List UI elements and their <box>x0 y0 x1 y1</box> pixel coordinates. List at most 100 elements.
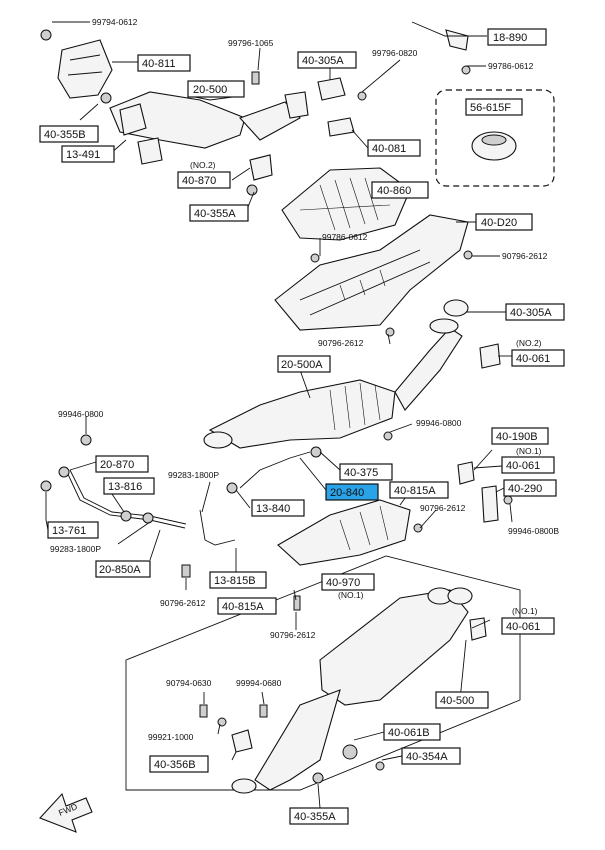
callout-40-061B: 40-061B <box>383 723 441 741</box>
bolt-icon <box>251 71 260 85</box>
callout-40-354A: 40-354A <box>401 747 461 765</box>
part-number: 90796-2612 <box>420 503 466 513</box>
callout-13-840: 13-840 <box>251 499 305 517</box>
callout-40-355B: 40-355B <box>39 125 99 143</box>
part-number: 99786-0612 <box>488 61 534 71</box>
callout-40-305A-top: 40-305A <box>297 51 357 69</box>
callout-40-355A-left: 40-355A <box>189 204 249 222</box>
nut-icon <box>312 772 324 784</box>
svg-text:40-815A: 40-815A <box>222 601 264 613</box>
svg-text:40-D20: 40-D20 <box>481 217 517 229</box>
bracket-icon <box>445 29 469 51</box>
svg-text:40-355B: 40-355B <box>44 129 86 141</box>
part-number: 99283-1800P <box>168 470 219 480</box>
bolt-icon <box>246 184 258 196</box>
hanger-icon <box>469 617 487 641</box>
leader-lines <box>45 21 513 809</box>
svg-text:40-811: 40-811 <box>142 58 175 70</box>
callout-18-890: 18-890 <box>487 28 547 46</box>
callout-40-811: 40-811 <box>137 54 191 72</box>
callout-13-816: 13-816 <box>103 477 155 495</box>
bracket-40-356B-icon <box>231 729 253 753</box>
callout-40-860: 40-860 <box>371 181 429 199</box>
part-number: 99946-0800B <box>508 526 559 536</box>
svg-text:40-375: 40-375 <box>344 467 378 479</box>
svg-text:40-356B: 40-356B <box>154 759 196 771</box>
part-number: 90796-2612 <box>270 630 316 640</box>
part-number: 99796-1065 <box>228 38 274 48</box>
svg-text:40-190B: 40-190B <box>496 431 538 443</box>
callout-40-061-c: 40-061 <box>501 617 555 635</box>
callout-40-061-b: 40-061 <box>501 456 555 474</box>
svg-text:40-500: 40-500 <box>440 695 474 707</box>
svg-text:20-500A: 20-500A <box>281 359 323 371</box>
part-number: 99921-1000 <box>148 732 194 742</box>
svg-text:18-890: 18-890 <box>493 32 527 44</box>
callout-40-305A-right: 40-305A <box>505 303 565 321</box>
grommet-top-icon <box>481 134 507 146</box>
gasket-icon <box>317 77 346 101</box>
gasket-icon <box>231 778 257 794</box>
callout-20-500A: 20-500A <box>277 355 331 373</box>
bolt-icon <box>259 704 268 718</box>
nut-icon <box>463 250 473 260</box>
callout-40-081: 40-081 <box>367 139 421 157</box>
part-number: 90796-2612 <box>502 251 548 261</box>
svg-text:40-305A: 40-305A <box>510 307 552 319</box>
part-number: 99994-0680 <box>236 678 282 688</box>
part-number: 99946-0800 <box>58 409 104 419</box>
svg-text:56-615F: 56-615F <box>470 102 511 114</box>
svg-text:40-355A: 40-355A <box>194 208 236 220</box>
svg-text:40-815A: 40-815A <box>394 485 436 497</box>
part-number: 99946-0800 <box>416 418 462 428</box>
nut-icon <box>310 253 320 263</box>
svg-text:40-354A: 40-354A <box>406 751 448 763</box>
callout-40-500: 40-500 <box>435 691 489 709</box>
callout-40-815A-top: 40-815A <box>389 481 449 499</box>
part-number: 99786-0612 <box>322 232 368 242</box>
part-number: 99283-1800P <box>50 544 101 554</box>
bolt-icon <box>413 523 423 533</box>
svg-text:40-970: 40-970 <box>326 577 360 589</box>
callout-40-970: 40-970 <box>321 573 375 591</box>
nut-icon <box>310 446 322 458</box>
bolt-icon <box>375 761 385 771</box>
clamp-icon <box>226 482 238 494</box>
note-no1: (NO.1) <box>512 606 538 616</box>
svg-text:40-061: 40-061 <box>506 621 540 633</box>
bolt-icon <box>385 327 395 337</box>
svg-text:20-840: 20-840 <box>330 487 364 499</box>
callout-40-356B: 40-356B <box>149 755 209 773</box>
muffler-group-frame <box>125 555 521 791</box>
part-number: 90796-2612 <box>160 598 206 608</box>
heat-shield-40-970 <box>277 499 411 566</box>
callout-40-D20: 40-D20 <box>475 213 533 231</box>
svg-text:40-860: 40-860 <box>377 185 411 197</box>
clamp-icon <box>120 510 132 522</box>
gasket-icon <box>443 299 469 317</box>
bolt-icon <box>293 595 301 611</box>
hanger-icon <box>457 461 475 485</box>
svg-text:13-840: 13-840 <box>256 503 290 515</box>
svg-text:40-305A: 40-305A <box>302 55 344 67</box>
fwd-arrow-icon <box>39 792 93 833</box>
svg-text:40-061B: 40-061B <box>388 727 430 739</box>
bracket-icon <box>249 154 273 181</box>
nut-icon <box>80 434 92 446</box>
clamp-icon <box>58 466 70 478</box>
svg-text:13-761: 13-761 <box>52 525 86 537</box>
svg-text:40-290: 40-290 <box>508 483 542 495</box>
muffler-40-500 <box>254 587 473 791</box>
bolt-icon <box>181 564 191 578</box>
callout-20-870: 20-870 <box>95 455 149 473</box>
note-no1: (NO.1) <box>338 590 364 600</box>
part-number: 90796-2612 <box>318 338 364 348</box>
catalytic-converter-20-500 <box>109 91 309 165</box>
callout-40-290: 40-290 <box>503 479 557 497</box>
hose-13-815B <box>199 509 236 546</box>
hanger-40-061B-icon <box>342 744 358 760</box>
svg-text:40-870: 40-870 <box>182 175 216 187</box>
part-number: 99796-0820 <box>372 48 418 58</box>
callout-40-815A-low: 40-815A <box>217 597 277 615</box>
pipe-20-870 <box>65 469 186 529</box>
